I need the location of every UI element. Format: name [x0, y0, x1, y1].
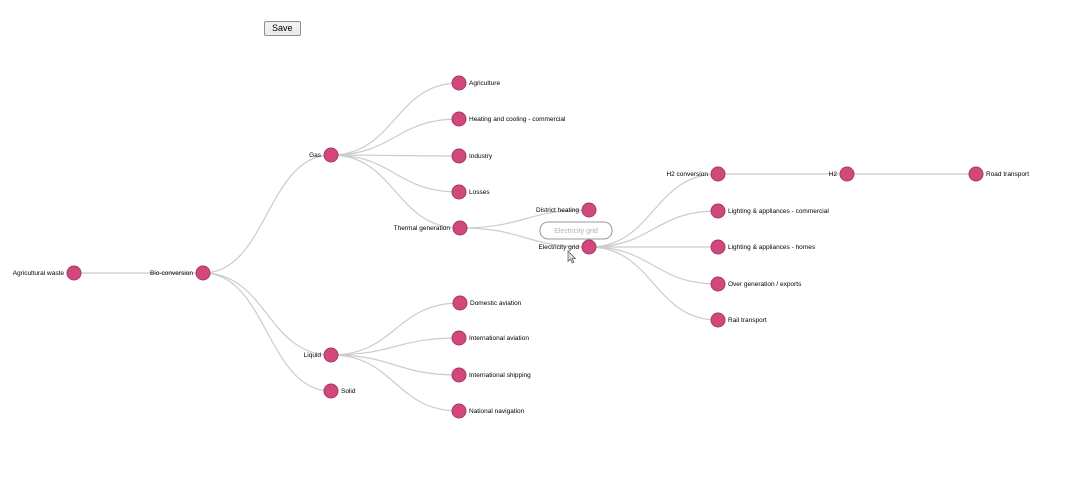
- tree-node-electricity-grid: Electricity grid: [539, 239, 597, 255]
- tree-link-electricity-grid--over-generation-exports: [588, 246, 719, 285]
- tree-node-heating-cooling-commercial: Heating and cooling - commercial: [451, 111, 566, 127]
- node-circle-heating-cooling-commercial[interactable]: [451, 111, 467, 127]
- tree-node-liquid: Liquid: [304, 347, 339, 363]
- node-circle-losses[interactable]: [451, 184, 467, 200]
- node-label-over-generation-exports: Over generation / exports: [728, 281, 802, 288]
- node-label-solid: Solid: [341, 388, 356, 395]
- node-label-road-transport: Road transport: [986, 171, 1029, 178]
- tree-node-district-heating: District heating: [536, 202, 597, 218]
- node-label-gas: Gas: [309, 152, 322, 159]
- node-circle-rail-transport[interactable]: [710, 312, 726, 328]
- tree-link-gas--losses: [330, 154, 460, 193]
- node-circle-road-transport[interactable]: [968, 166, 984, 182]
- mouse-cursor-icon: [567, 250, 577, 264]
- node-circle-agriculture[interactable]: [451, 75, 467, 91]
- tree-node-bio-conversion: Bio-conversion: [150, 265, 211, 281]
- tree-link-liquid--national-navigation: [330, 354, 460, 412]
- tree-link-thermal-generation--district-heating: [459, 209, 590, 229]
- tree-link-electricity-grid--lighting-appliances-commercial: [588, 210, 719, 248]
- node-circle-district-heating[interactable]: [581, 202, 597, 218]
- node-label-rail-transport: Rail transport: [728, 317, 767, 324]
- tree-node-lighting-appliances-commercial: Lighting & appliances - commercial: [710, 203, 829, 219]
- node-circle-thermal-generation[interactable]: [452, 220, 468, 236]
- node-label-losses: Losses: [469, 189, 490, 196]
- node-circle-agricultural-waste[interactable]: [66, 265, 82, 281]
- tree-link-gas--heating-cooling-commercial: [330, 118, 460, 156]
- tree-node-over-generation-exports: Over generation / exports: [710, 276, 802, 292]
- node-label-lighting-appliances-commercial: Lighting & appliances - commercial: [728, 208, 829, 215]
- node-label-international-shipping: International shipping: [469, 372, 531, 379]
- tree-link-bio-conversion--solid: [202, 272, 332, 392]
- node-circle-h2[interactable]: [839, 166, 855, 182]
- tree-link-electricity-grid--h2-conversion: [588, 173, 719, 248]
- node-circle-bio-conversion[interactable]: [195, 265, 211, 281]
- node-circle-national-navigation[interactable]: [451, 403, 467, 419]
- node-label-district-heating: District heating: [536, 207, 579, 214]
- tree-link-gas--thermal-generation: [330, 154, 461, 229]
- node-circle-liquid[interactable]: [323, 347, 339, 363]
- node-circle-gas[interactable]: [323, 147, 339, 163]
- node-circle-domestic-aviation[interactable]: [452, 295, 468, 311]
- node-circle-h2-conversion[interactable]: [710, 166, 726, 182]
- node-label-domestic-aviation: Domestic aviation: [470, 300, 522, 307]
- tree-node-h2-conversion: H2 conversion: [666, 166, 726, 182]
- tooltip-label: Electricity grid: [554, 228, 598, 235]
- node-label-international-aviation: International aviation: [469, 335, 529, 342]
- node-label-national-navigation: National navigation: [469, 408, 525, 415]
- tree-node-lighting-appliances-homes: Lighting & appliances - homes: [710, 239, 816, 255]
- tree-node-national-navigation: National navigation: [451, 403, 525, 419]
- node-circle-over-generation-exports[interactable]: [710, 276, 726, 292]
- node-label-agriculture: Agriculture: [469, 80, 500, 87]
- node-circle-industry[interactable]: [451, 148, 467, 164]
- tree-node-international-aviation: International aviation: [451, 330, 529, 346]
- tree-node-agriculture: Agriculture: [451, 75, 500, 91]
- tree-node-h2: H2: [829, 166, 855, 182]
- tree-link-electricity-grid--rail-transport: [588, 246, 719, 321]
- tree-node-solid: Solid: [323, 383, 356, 399]
- node-circle-electricity-grid[interactable]: [581, 239, 597, 255]
- node-circle-solid[interactable]: [323, 383, 339, 399]
- links-layer: [74, 82, 976, 412]
- node-label-bio-conversion: Bio-conversion: [150, 270, 193, 277]
- tree-node-domestic-aviation: Domestic aviation: [452, 295, 522, 311]
- tree-link-liquid--international-shipping: [330, 354, 460, 376]
- tree-node-rail-transport: Rail transport: [710, 312, 767, 328]
- node-circle-lighting-appliances-commercial[interactable]: [710, 203, 726, 219]
- tree-node-thermal-generation: Thermal generation: [394, 220, 468, 236]
- tree-link-bio-conversion--liquid: [202, 272, 332, 356]
- tree-link-liquid--domestic-aviation: [330, 302, 461, 356]
- node-circle-international-aviation[interactable]: [451, 330, 467, 346]
- tree-node-road-transport: Road transport: [968, 166, 1029, 182]
- node-circle-lighting-appliances-homes[interactable]: [710, 239, 726, 255]
- tree-node-agricultural-waste: Agricultural waste: [13, 265, 82, 281]
- tree-link-thermal-generation--electricity-grid: [459, 227, 590, 248]
- tooltip-box: [539, 221, 613, 240]
- node-label-industry: Industry: [469, 153, 493, 160]
- node-label-lighting-appliances-homes: Lighting & appliances - homes: [728, 244, 816, 251]
- node-label-liquid: Liquid: [304, 352, 322, 359]
- node-label-thermal-generation: Thermal generation: [394, 225, 451, 232]
- nodes-layer: Agricultural waste Bio-conversion GasLiqui…: [13, 75, 1029, 419]
- tree-node-international-shipping: International shipping: [451, 367, 531, 383]
- tree-link-gas--industry: [330, 154, 460, 157]
- node-label-h2: H2: [829, 171, 838, 178]
- node-label-h2-conversion: H2 conversion: [666, 171, 708, 178]
- save-button[interactable]: Save: [264, 21, 301, 36]
- node-circle-international-shipping[interactable]: [451, 367, 467, 383]
- node-label-electricity-grid: Electricity grid: [539, 244, 580, 251]
- node-label-heating-cooling-commercial: Heating and cooling - commercial: [469, 116, 566, 123]
- tree-node-losses: Losses: [451, 184, 490, 200]
- tree-link-liquid--international-aviation: [330, 337, 460, 356]
- tree-node-industry: Industry: [451, 148, 493, 164]
- tree-link-bio-conversion--gas: [202, 154, 332, 274]
- tooltip: Electricity grid: [539, 221, 613, 240]
- tree-link-gas--agriculture: [330, 82, 460, 156]
- tree-node-gas: Gas: [309, 147, 339, 163]
- node-label-agricultural-waste: Agricultural waste: [13, 270, 65, 277]
